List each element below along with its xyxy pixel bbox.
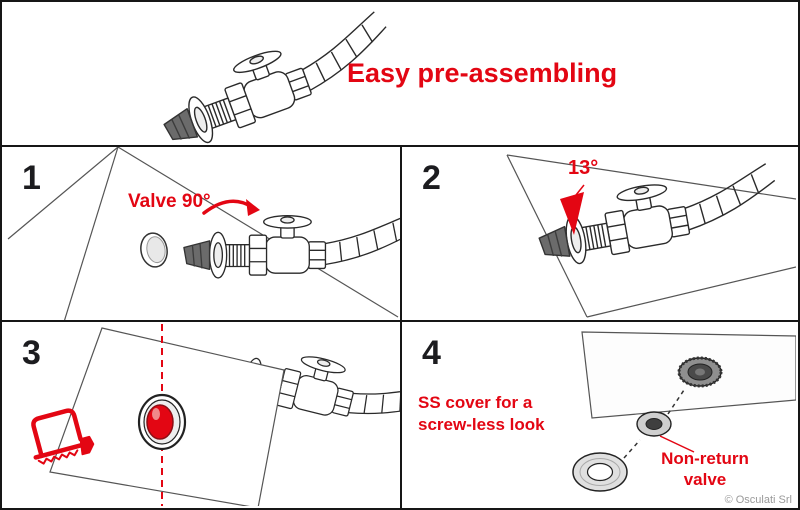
step-1-illustration (7, 147, 400, 320)
step-2-illustration (506, 154, 796, 318)
step-3-number: 3 (22, 334, 41, 372)
ball-valve-assembly (183, 214, 400, 279)
panel-step-3: 3 (2, 322, 402, 508)
panel-step-4: 4 SS cover for a screw-less look Non-ret… (402, 322, 798, 508)
panel-step-1: 1 Valve 90° (2, 147, 402, 322)
step-2-angle-label: 13° (568, 157, 599, 179)
step-1-number: 1 (22, 159, 41, 197)
step-4-cover-callout: SS cover for a screw-less look (418, 393, 545, 435)
angle-wedge (560, 192, 584, 235)
step-3-illustration (31, 324, 400, 506)
copyright-credit: © Osculati Srl (724, 494, 792, 506)
panel-intro: Easy pre-assembling (2, 2, 798, 147)
step-4-number: 4 (422, 334, 441, 372)
step-4-valve-callout: Non-return valve (661, 449, 749, 490)
page-title: Easy pre-assembling (347, 58, 618, 88)
panel-step-2: 2 13° (402, 147, 798, 322)
angle-leader-line (575, 184, 585, 196)
step-2-number: 2 (422, 159, 441, 197)
hull-panel (7, 147, 399, 320)
cover-ring (636, 411, 672, 437)
non-return-valve-cap (677, 356, 723, 388)
step-1-callout: Valve 90° (128, 191, 211, 212)
step-4-illustration (572, 331, 796, 492)
valve-leader-line (659, 435, 695, 453)
drilled-hole (140, 232, 168, 268)
assembly-dashline (623, 439, 641, 459)
skin-fitting-plug (137, 393, 187, 451)
rotate-arrow-icon (202, 199, 260, 216)
assembly-dashline (667, 389, 685, 415)
washer-ring (572, 452, 628, 492)
hacksaw-icon (31, 408, 95, 465)
